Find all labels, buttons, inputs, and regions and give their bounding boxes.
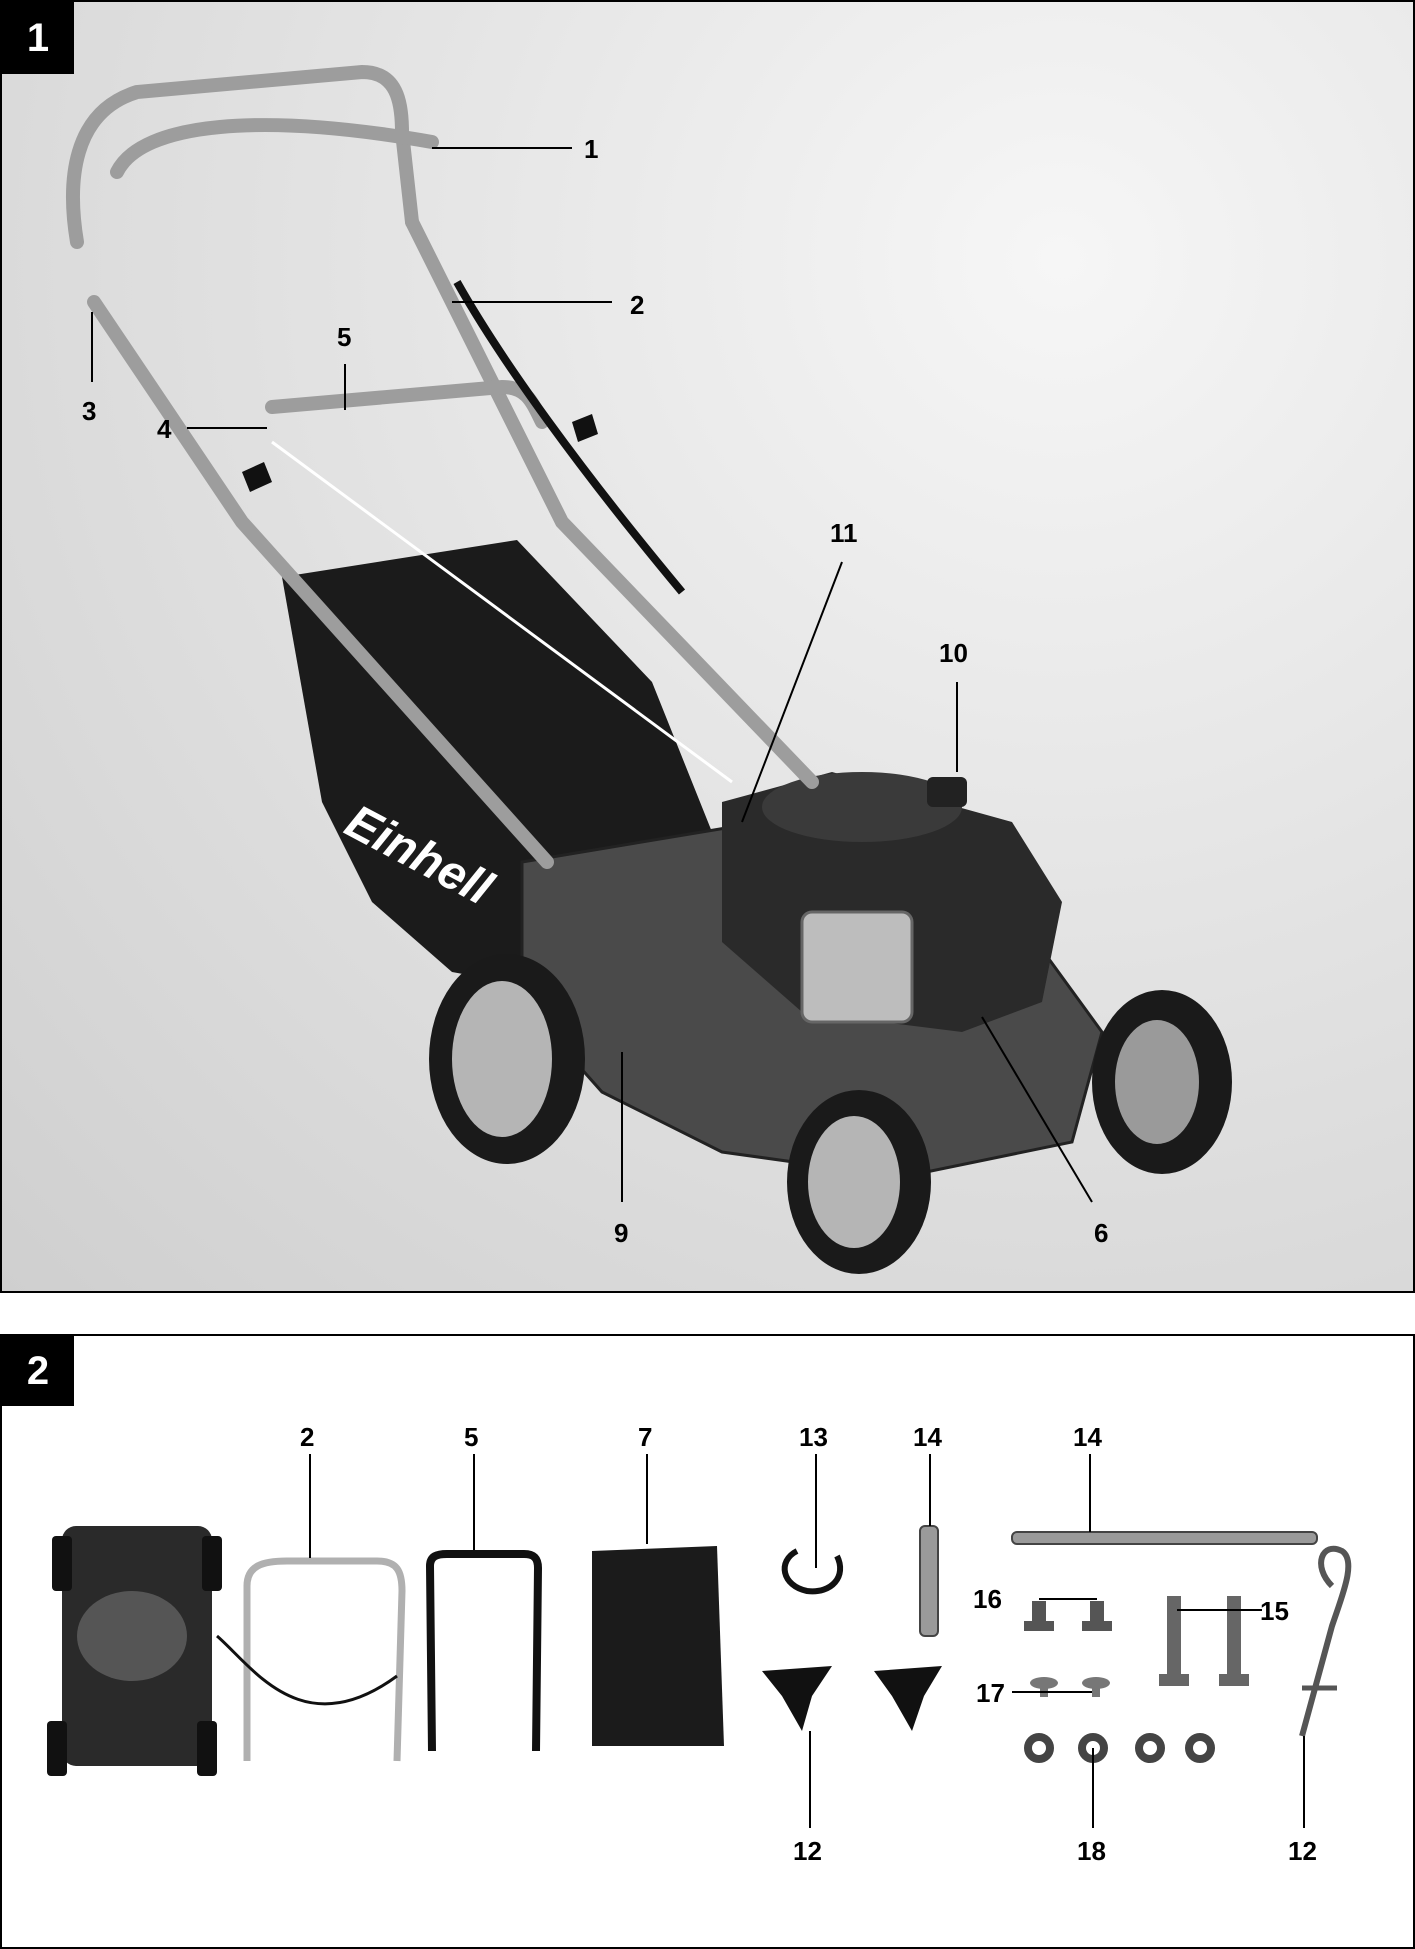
parts-illustration: 2 5 7 13 14 14 16 15 17 12 18 12 [47, 1422, 1352, 1866]
callout-12-pin: 12 [1288, 1836, 1317, 1866]
engine-top [762, 772, 962, 842]
callout-7: 7 [638, 1422, 652, 1452]
figure-1-lawn-mower: 1 Einhell [0, 0, 1415, 1293]
clip-part [781, 1548, 844, 1595]
callout-3: 3 [82, 396, 96, 426]
starter-cable [453, 280, 686, 595]
callout-2: 2 [630, 290, 644, 320]
callout-6: 6 [1094, 1218, 1108, 1248]
tommy-bar-part [1011, 1531, 1318, 1545]
mower-body-part [47, 1526, 222, 1776]
callout-9: 9 [614, 1218, 628, 1248]
callout-14-bar: 14 [1073, 1422, 1102, 1452]
pin-part [1299, 1545, 1352, 1737]
callout-leader-lines [309, 1454, 1305, 1828]
callout-13: 13 [799, 1422, 828, 1452]
callout-4: 4 [157, 414, 172, 444]
crossbar-part [425, 1550, 543, 1752]
front-left-wheel [787, 1090, 931, 1274]
handle-knob-left [242, 462, 272, 492]
callout-14-wrench: 14 [913, 1422, 942, 1452]
washers-18 [1024, 1733, 1215, 1763]
callout-leader-lines [91, 147, 1093, 1203]
callout-18: 18 [1077, 1836, 1106, 1866]
knobs-12 [762, 1666, 942, 1731]
bolts-15 [1159, 1596, 1249, 1686]
lawn-mower-illustration: Einhell [66, 64, 1232, 1274]
callout-17: 17 [976, 1678, 1005, 1708]
callout-10: 10 [939, 638, 968, 668]
callout-11: 11 [830, 518, 858, 548]
figure-number-badge: 2 [2, 1336, 74, 1406]
control-cable [271, 440, 733, 784]
figure-2-parts-list: 2 [0, 1334, 1415, 1949]
callout-16: 16 [973, 1584, 1002, 1614]
callout-2: 2 [300, 1422, 314, 1452]
grass-bag-part [592, 1546, 724, 1746]
spark-plug-wrench-part [919, 1525, 939, 1637]
handle-knob-right [572, 414, 598, 442]
rear-left-wheel [429, 954, 585, 1164]
callout-15: 15 [1260, 1596, 1289, 1626]
air-filter [800, 910, 914, 1024]
callout-12-knobs: 12 [793, 1836, 822, 1866]
handle-frame [66, 64, 819, 869]
cable-part [216, 1634, 398, 1706]
callout-1: 1 [584, 134, 598, 164]
screws-17 [1030, 1677, 1110, 1697]
callout-5: 5 [464, 1422, 478, 1452]
front-right-wheel [1092, 990, 1232, 1174]
upper-handle-part [243, 1557, 406, 1762]
oil-cap [927, 777, 967, 807]
screws-16 [1024, 1601, 1112, 1631]
figure-number-badge: 1 [2, 2, 74, 74]
callout-5: 5 [337, 322, 351, 352]
